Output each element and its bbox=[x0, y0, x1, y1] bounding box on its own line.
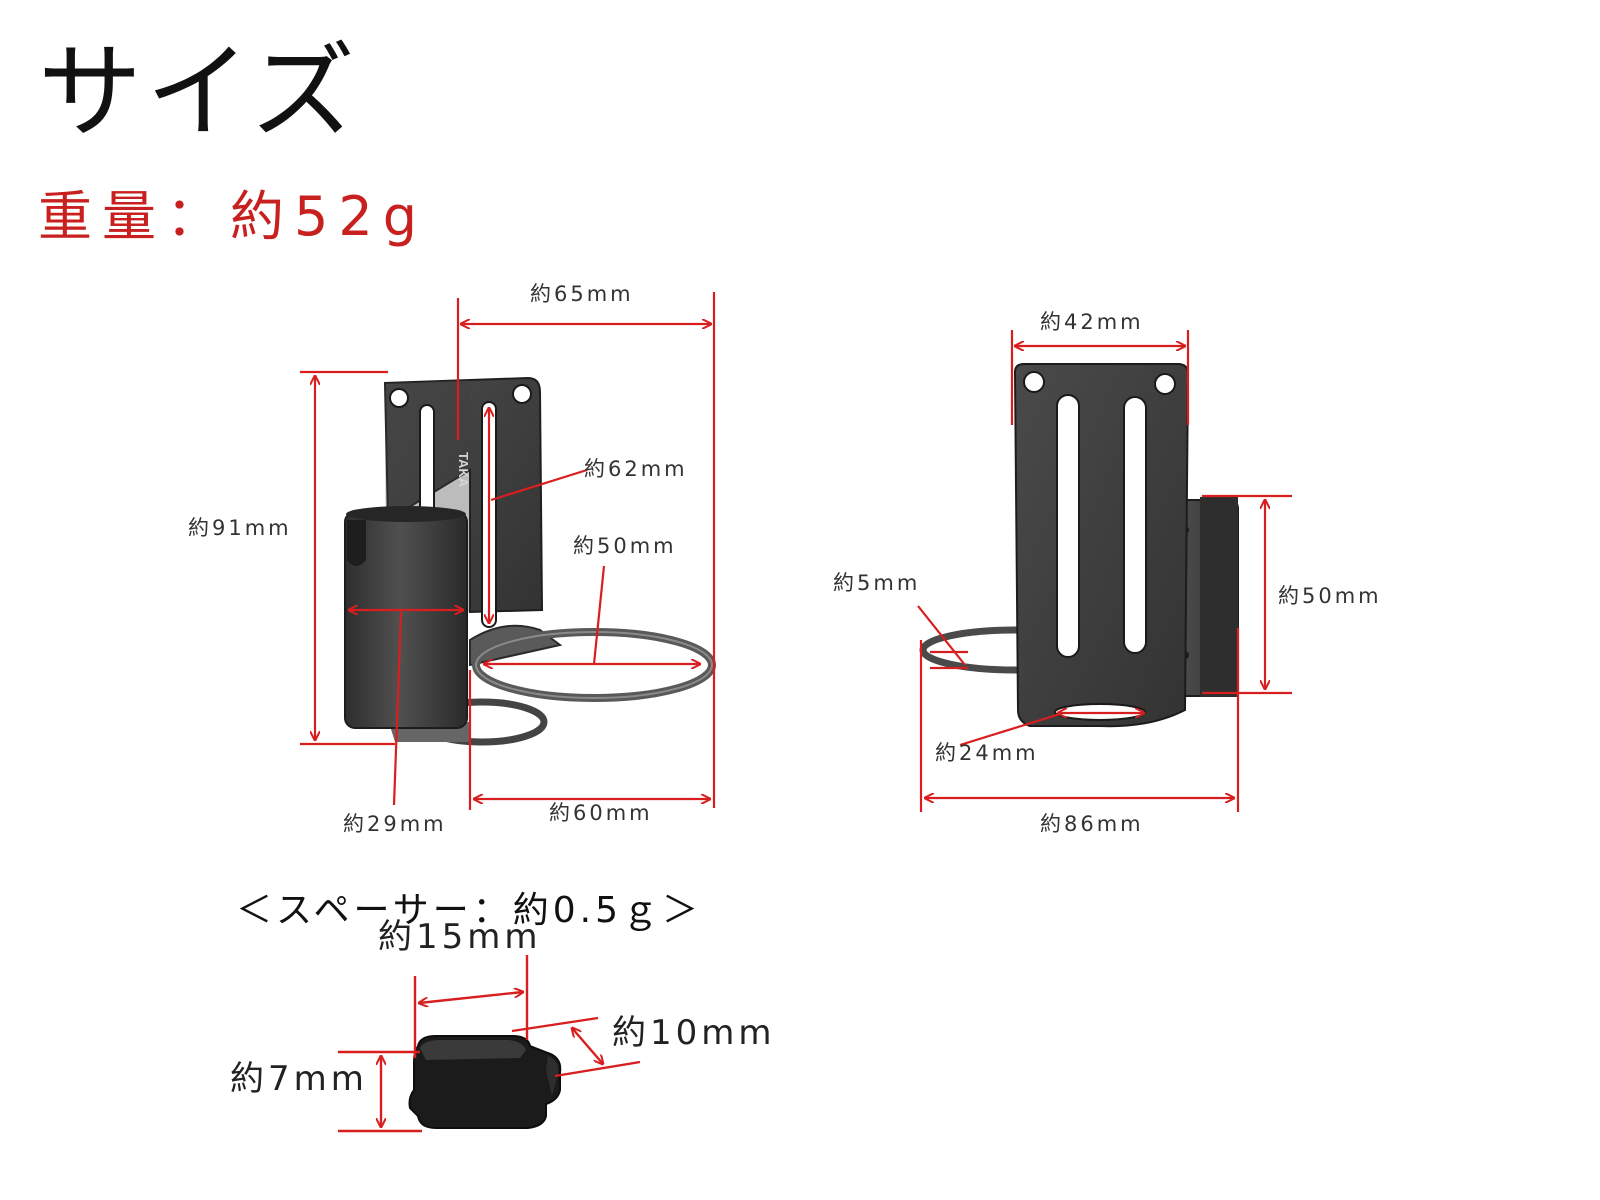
page-title: サイズ bbox=[38, 31, 359, 153]
dim-front-slot: 約62mm bbox=[584, 457, 688, 481]
front-hole-right bbox=[512, 384, 532, 404]
front-hole-left bbox=[389, 388, 409, 408]
dim-front-ring: 約50mm bbox=[573, 534, 677, 558]
dim-front-width-bottom: 約60mm bbox=[549, 801, 653, 825]
front-view-holder: TAKA bbox=[344, 376, 716, 746]
spacer-title: ＜スペーサー：約0.5ｇ＞ bbox=[236, 890, 703, 931]
weight-label: 重量：約52g bbox=[38, 185, 427, 248]
brand-mark: TAKA bbox=[456, 452, 471, 488]
spacer-dimension-lines bbox=[338, 955, 641, 1133]
dim-spacer-depth: 約10mm bbox=[612, 1013, 776, 1053]
dim-back-ring-wire: 約5mm bbox=[833, 571, 921, 595]
dim-back-total-width: 約86mm bbox=[1040, 812, 1144, 836]
back-hole-left bbox=[1023, 371, 1045, 393]
front-slot-left bbox=[419, 404, 435, 521]
dim-front-width-top: 約65mm bbox=[530, 282, 634, 306]
back-slot-right bbox=[1123, 396, 1147, 654]
spacer-part bbox=[408, 1035, 562, 1129]
back-dimension-lines bbox=[917, 330, 1292, 812]
front-dimension-lines bbox=[300, 292, 716, 810]
dim-spacer-height: 約7mm bbox=[230, 1059, 368, 1099]
dim-front-height: 約91mm bbox=[188, 516, 292, 540]
dim-back-sleeve-height: 約50mm bbox=[1278, 584, 1382, 608]
back-view-holder bbox=[919, 363, 1239, 728]
dim-back-plate-width: 約42mm bbox=[1040, 310, 1144, 334]
back-plate bbox=[1013, 363, 1190, 728]
back-slot-left bbox=[1056, 394, 1080, 658]
dim-spacer-width: 約15mm bbox=[378, 917, 542, 957]
dim-back-ring-inner: 約24mm bbox=[935, 741, 1039, 765]
dim-front-sleeve: 約29mm bbox=[343, 812, 447, 836]
back-hole-right bbox=[1154, 373, 1176, 395]
